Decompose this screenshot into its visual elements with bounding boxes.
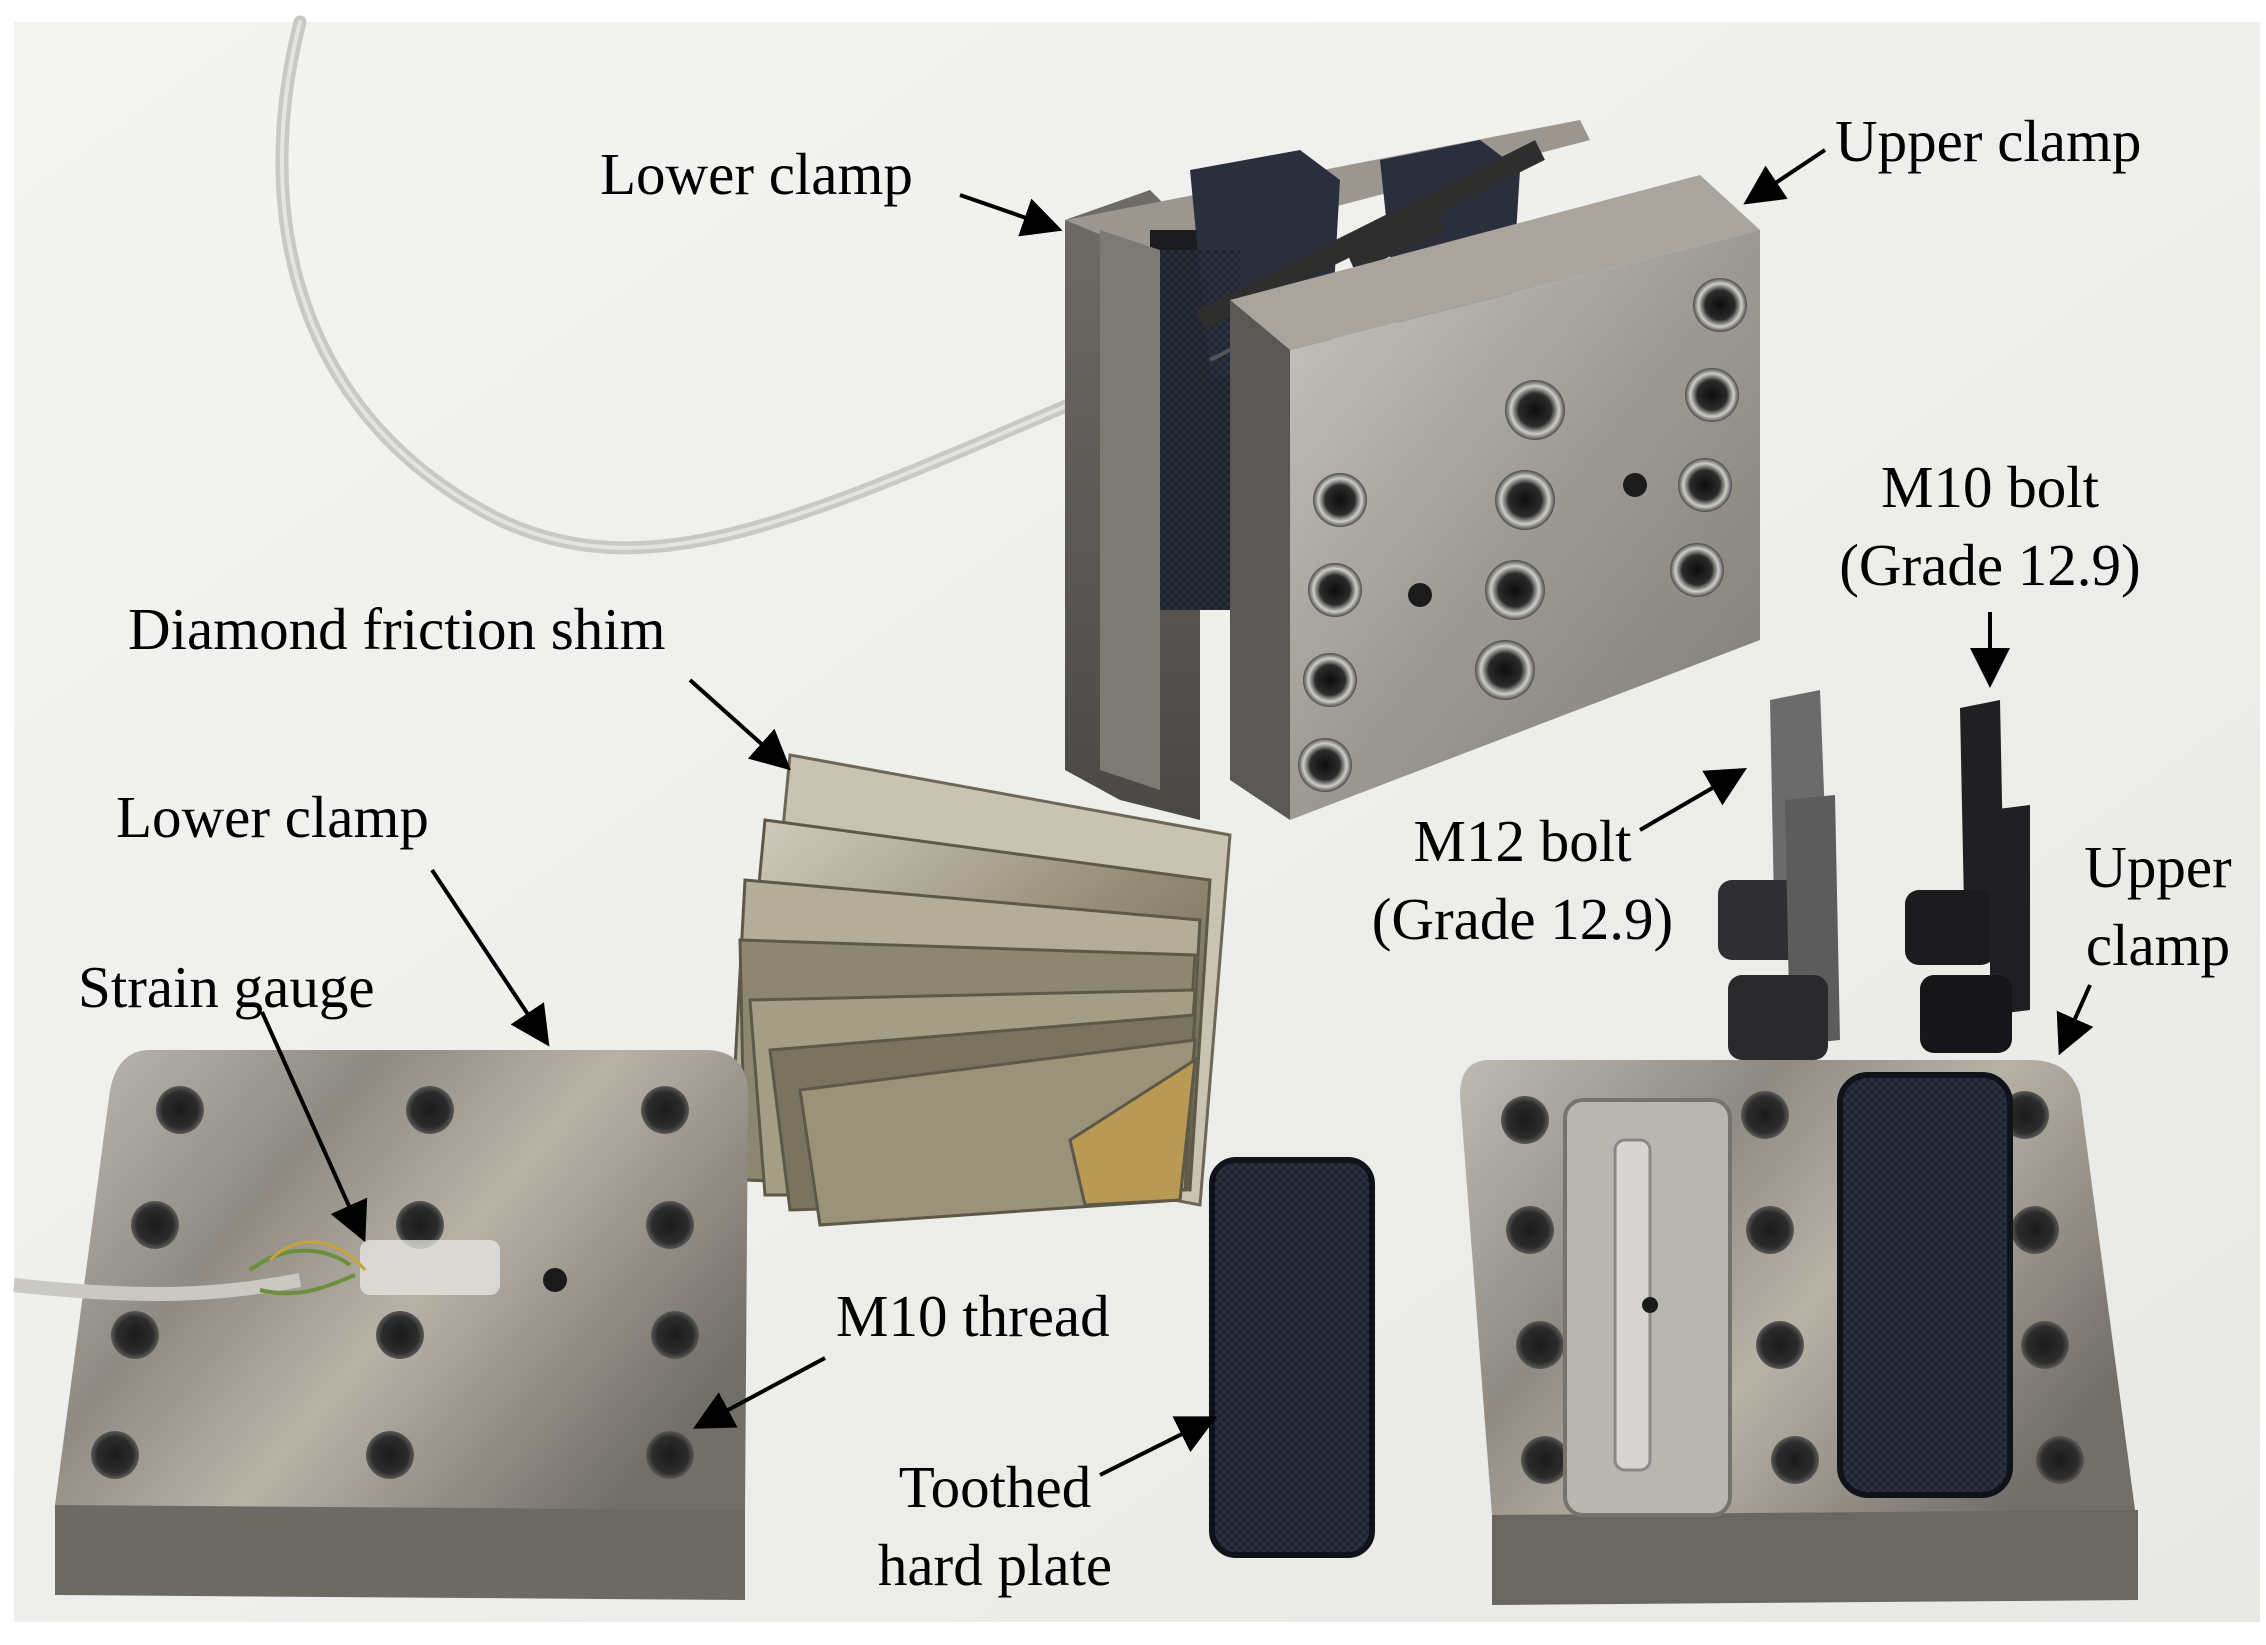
lower-clamp-plate <box>13 1050 748 1600</box>
label-m10-bolt-line1: M10 bolt <box>1881 454 2099 520</box>
label-diamond-friction-shim: Diamond friction shim <box>128 596 666 662</box>
label-lower-clamp-top: Lower clamp <box>600 141 913 207</box>
label-m12-bolt: M12 bolt (Grade 12.9) <box>1345 802 1700 958</box>
label-toothed-line2: hard plate <box>877 1532 1113 1598</box>
assembled-clamp <box>1065 120 1760 820</box>
bolts <box>1718 690 2030 1060</box>
label-m12-bolt-line2: (Grade 12.9) <box>1371 886 1674 952</box>
arrows <box>260 148 2094 1477</box>
label-m10-bolt: M10 bolt (Grade 12.9) <box>1815 448 2165 604</box>
label-upper-clamp-right: Upper clamp <box>2058 828 2258 984</box>
toothed-plate <box>1209 1157 1375 1558</box>
upper-clamp-plate <box>1460 1060 2138 1605</box>
label-toothed-hard-plate: Toothed hard plate <box>845 1448 1145 1604</box>
label-upper-clamp-line1: Upper <box>2084 834 2232 900</box>
shim-fan <box>728 753 1232 1227</box>
label-upper-clamp-top: Upper clamp <box>1835 108 2142 174</box>
label-upper-clamp-line2: clamp <box>2085 912 2231 978</box>
label-m10-thread: M10 thread <box>836 1283 1110 1349</box>
label-toothed-line1: Toothed <box>898 1454 1092 1520</box>
label-m10-bolt-line2: (Grade 12.9) <box>1839 532 2141 598</box>
label-lower-clamp-left: Lower clamp <box>116 784 429 850</box>
label-m12-bolt-line1: M12 bolt <box>1413 808 1632 874</box>
label-strain-gauge: Strain gauge <box>78 954 375 1020</box>
